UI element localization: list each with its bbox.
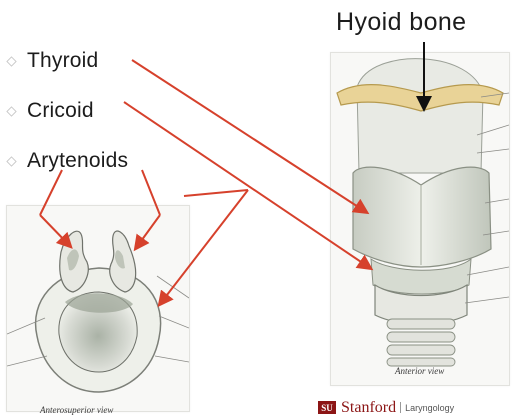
arytenoid-left-arrow-head bbox=[40, 215, 70, 246]
logo-separator bbox=[400, 402, 401, 413]
stanford-logo: SU Stanford Laryngology bbox=[318, 400, 454, 415]
logo-subtitle: Laryngology bbox=[405, 403, 454, 413]
cricoid-arrow bbox=[124, 102, 370, 268]
cricoid-branch-arrow bbox=[160, 190, 248, 304]
stanford-wordmark: Stanford bbox=[341, 400, 396, 415]
arytenoid-right-arrow bbox=[142, 170, 160, 215]
arytenoid-left-arrow bbox=[40, 170, 62, 215]
thyroid-arrow bbox=[132, 60, 366, 212]
stanford-shield-icon: SU bbox=[318, 401, 336, 414]
arytenoid-right-arrow-head bbox=[136, 215, 160, 248]
cricoid-branch-connector bbox=[184, 190, 248, 196]
